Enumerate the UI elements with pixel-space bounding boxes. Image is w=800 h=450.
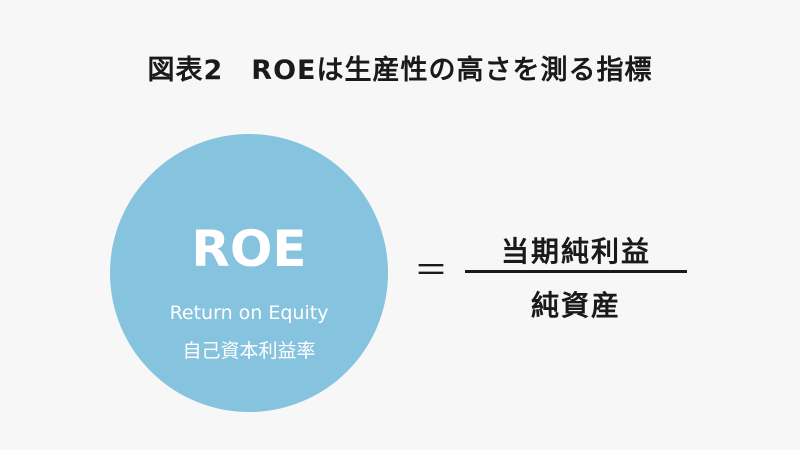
fraction-bar xyxy=(465,270,687,273)
roe-abbreviation: ROE xyxy=(191,220,307,278)
fraction-numerator: 当期純利益 xyxy=(500,235,651,268)
diagram-title: 図表2 ROEは生産性の高さを測る指標 xyxy=(147,55,653,86)
roe-japanese-name: 自己資本利益率 xyxy=(182,340,316,362)
fraction-denominator: 純資産 xyxy=(530,289,621,322)
equals-sign: ＝ xyxy=(414,251,448,291)
roe-english-name: Return on Equity xyxy=(169,302,329,324)
roe-circle: ROE Return on Equity 自己資本利益率 xyxy=(110,134,388,412)
